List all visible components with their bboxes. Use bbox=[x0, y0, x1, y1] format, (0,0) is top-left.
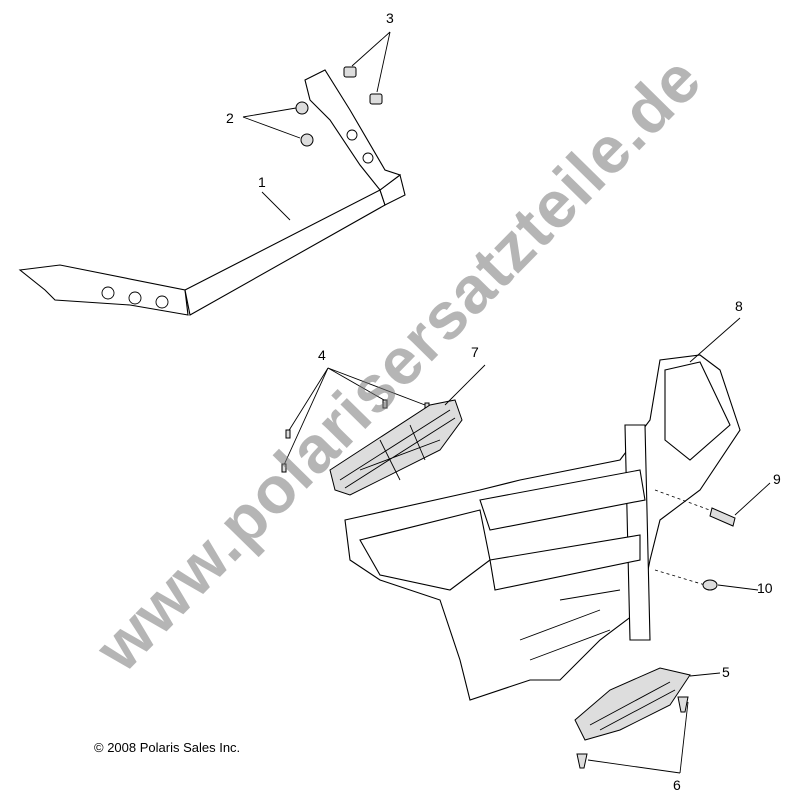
part-9-bolt bbox=[654, 482, 771, 527]
callout-4: 4 bbox=[318, 347, 326, 363]
part-5-skid-plate bbox=[574, 667, 721, 741]
callout-7: 7 bbox=[471, 344, 479, 360]
part-2-nuts bbox=[242, 101, 314, 147]
part-7-grille bbox=[329, 364, 486, 496]
callout-1: 1 bbox=[258, 174, 266, 190]
callout-8: 8 bbox=[735, 298, 743, 314]
callout-9: 9 bbox=[773, 471, 781, 487]
part-3-bolts bbox=[343, 31, 391, 105]
copyright-notice: © 2008 Polaris Sales Inc. bbox=[94, 740, 241, 755]
callout-10: 10 bbox=[757, 580, 773, 596]
part-8-bumper bbox=[344, 317, 741, 701]
part-1-bracket bbox=[18, 69, 406, 316]
callout-6: 6 bbox=[673, 777, 681, 793]
callout-3: 3 bbox=[386, 10, 394, 26]
part-6-screws bbox=[576, 696, 689, 774]
callout-5: 5 bbox=[722, 664, 730, 680]
callout-2: 2 bbox=[226, 110, 234, 126]
part-10-fastener bbox=[654, 569, 759, 591]
